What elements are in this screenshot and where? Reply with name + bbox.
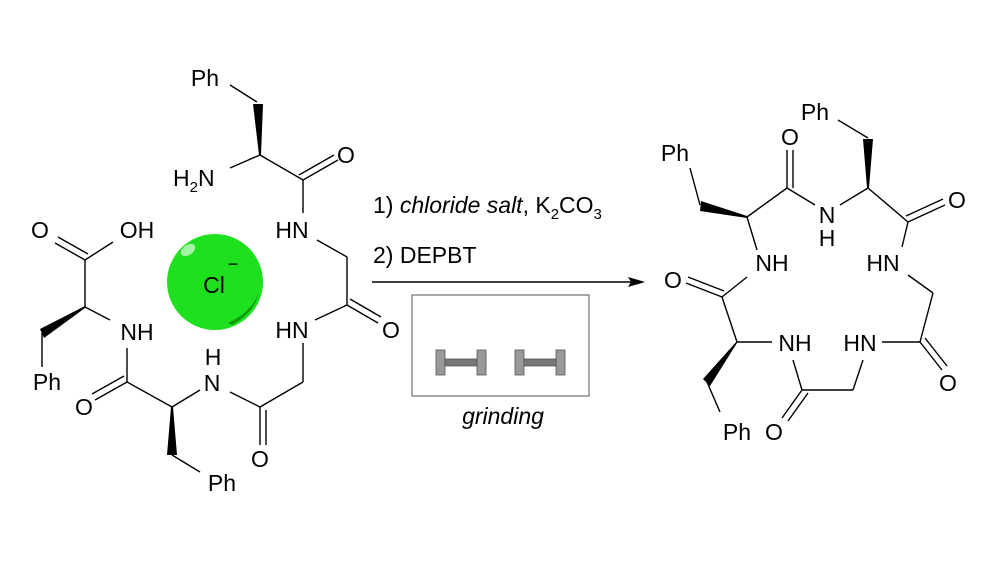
chloride-anion: Cl − — [167, 234, 263, 330]
atom-label: N — [819, 202, 836, 228]
atom-label: HN — [843, 330, 876, 356]
atom-label: N — [204, 370, 221, 396]
method-label: grinding — [462, 403, 544, 429]
atom-label: HN — [275, 317, 308, 343]
atom-label: O — [664, 267, 682, 293]
atom-label: O — [382, 317, 400, 343]
linear-peptide-reactant: Ph H2N O HN O HN O H N Ph O NH Ph O OH C… — [31, 65, 400, 496]
atom-label: H2N — [173, 165, 215, 196]
reaction-conditions: 1) chloride salt, K2CO3 2) DEPBT grindin… — [372, 192, 645, 429]
atom-label: OH — [120, 217, 155, 243]
atom-label: O — [939, 370, 957, 396]
milling-jar-icon — [435, 349, 487, 376]
wedge-bond — [253, 104, 263, 155]
bonds — [685, 119, 948, 422]
wedge-bond — [40, 306, 85, 338]
atom-label: NH — [755, 250, 788, 276]
condition-step-1: 1) chloride salt, K2CO3 — [373, 192, 602, 223]
wedge-bond — [167, 407, 177, 455]
atom-label: Ph — [723, 419, 751, 445]
atom-label: NH — [778, 330, 811, 356]
atom-label: NH — [120, 319, 153, 345]
milling-jar-icon — [514, 349, 566, 376]
atom-label: H — [205, 344, 222, 370]
atom-label: O — [251, 446, 269, 472]
atom-label: H — [819, 225, 836, 251]
atom-label: O — [75, 394, 93, 420]
atom-label: Ph — [801, 99, 829, 125]
atom-label: Ph — [33, 369, 61, 395]
atom-label: HN — [275, 217, 308, 243]
chloride-label: Cl — [203, 272, 225, 298]
wedge-bond — [703, 341, 737, 386]
atom-label: O — [765, 419, 783, 445]
bonds — [40, 84, 382, 473]
atom-label: Ph — [191, 65, 219, 91]
atom-label: O — [948, 187, 966, 213]
atom-label: Ph — [208, 470, 236, 496]
cyclic-peptide-product: Ph Ph Ph O O O O O N H HN HN NH NH — [661, 99, 966, 445]
condition-step-2: 2) DEPBT — [373, 242, 477, 268]
atom-label: HN — [866, 250, 899, 276]
atom-label: O — [31, 217, 49, 243]
atom-label: O — [781, 124, 799, 150]
reaction-arrow — [372, 277, 645, 287]
atom-label: O — [337, 142, 355, 168]
charge-label: − — [228, 254, 239, 274]
wedge-bond — [863, 139, 873, 188]
wedge-bond — [700, 201, 747, 218]
atom-label: Ph — [661, 140, 689, 166]
ball-mill-box — [411, 294, 590, 397]
